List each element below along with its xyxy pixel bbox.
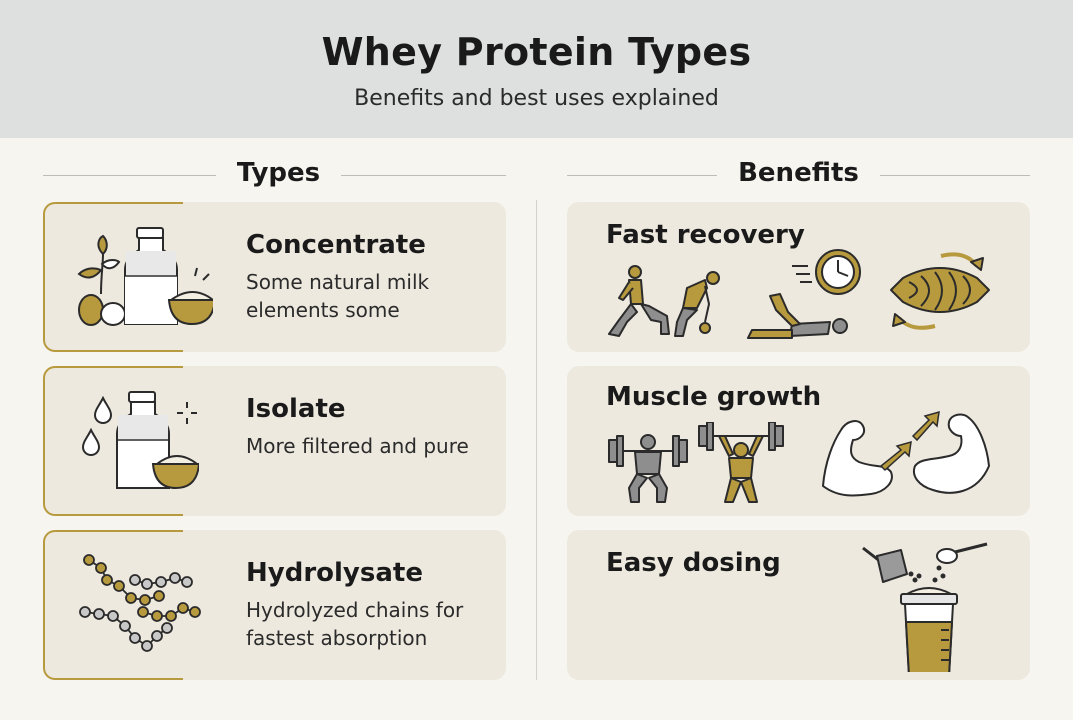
type-card-concentrate: Concentrate Some natural milk elements s… bbox=[43, 202, 506, 352]
type-card-isolate: Isolate More filtered and pure bbox=[43, 366, 506, 516]
type-description: Some natural milk elements some bbox=[246, 270, 430, 322]
benefit-card-muscle-growth: Muscle growth bbox=[567, 366, 1030, 516]
benefit-card-easy-dosing: Easy dosing bbox=[567, 530, 1030, 680]
type-title: Concentrate bbox=[246, 230, 426, 260]
exercising-people-icon bbox=[605, 264, 730, 342]
type-description: More filtered and pure bbox=[246, 434, 469, 458]
benefit-title: Muscle growth bbox=[606, 382, 822, 412]
muscle-fiber-icon bbox=[885, 248, 995, 334]
page-title: Whey Protein Types bbox=[321, 30, 752, 74]
benefit-title: Fast recovery bbox=[606, 220, 805, 250]
benefit-title: Easy dosing bbox=[606, 548, 781, 578]
card-accent-border bbox=[43, 530, 183, 680]
benefits-heading-label: Benefits bbox=[738, 158, 859, 188]
type-title: Isolate bbox=[246, 394, 346, 424]
type-description: Hydrolyzed chains for fastest absorption bbox=[246, 598, 464, 650]
types-heading-label: Types bbox=[236, 158, 321, 188]
header-banner: Whey Protein Types Benefits and best use… bbox=[0, 0, 1073, 138]
weightlifters-icon bbox=[607, 422, 787, 506]
type-title: Hydrolysate bbox=[246, 558, 423, 588]
flexing-arms-icon bbox=[819, 406, 993, 506]
type-card-hydrolysate: Hydrolysate Hydrolyzed chains for fastes… bbox=[43, 530, 506, 680]
card-accent-border bbox=[43, 366, 183, 516]
stretching-clock-icon bbox=[742, 246, 862, 342]
page-subtitle: Benefits and best uses explained bbox=[354, 86, 719, 111]
column-divider bbox=[536, 200, 537, 680]
milk-bottle-drops-icon bbox=[79, 388, 199, 496]
molecule-chains-icon bbox=[77, 550, 207, 662]
types-section-heading: Types bbox=[43, 158, 506, 194]
milk-bottle-eggs-icon bbox=[73, 224, 213, 332]
benefit-card-fast-recovery: Fast recovery bbox=[567, 202, 1030, 352]
scoop-shaker-icon bbox=[859, 538, 993, 672]
benefits-section-heading: Benefits bbox=[567, 158, 1030, 194]
card-accent-border bbox=[43, 202, 183, 352]
